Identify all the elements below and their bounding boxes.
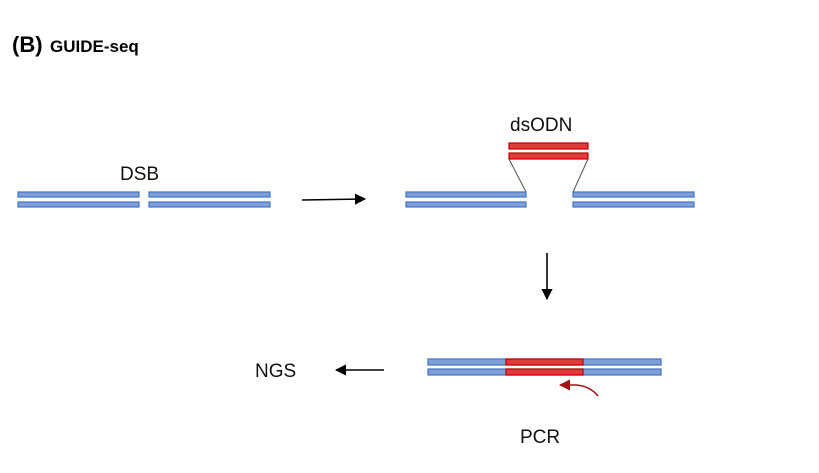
- dna-strand-bottom: [572, 201, 695, 208]
- pcr-label: PCR: [520, 427, 560, 448]
- dna-strand-top: [572, 191, 695, 198]
- integrated-stage: PCR: [427, 358, 662, 448]
- dsodn-stage: dsODN: [405, 115, 695, 208]
- dsb-left-fragment: [17, 191, 140, 208]
- panel-label: (B): [12, 32, 43, 57]
- dna-strand-bottom: [148, 201, 271, 208]
- insertion-line-right: [572, 158, 589, 193]
- odn-insert-top: [505, 358, 584, 366]
- odn-strand-top: [508, 142, 589, 150]
- dna-strand-top: [17, 191, 140, 198]
- odn-insert-bottom: [505, 368, 584, 376]
- ngs-label: NGS: [255, 361, 296, 382]
- step-arrow-right: [301, 193, 367, 205]
- dsodn-oligo: [508, 142, 589, 160]
- dsb-label: DSB: [120, 164, 159, 185]
- primer-arrow: [558, 379, 599, 397]
- dna-strand-top: [405, 191, 527, 198]
- odn-strand-bottom: [508, 152, 589, 160]
- insertion-line-left: [508, 158, 527, 193]
- dsodn-label: dsODN: [510, 115, 572, 136]
- dsodn-left-fragment: [405, 191, 527, 208]
- dna-strand-top: [148, 191, 271, 198]
- dna-strand-bottom: [405, 201, 527, 208]
- method-title: GUIDE-seq: [50, 37, 139, 56]
- dsodn-right-fragment: [572, 191, 695, 208]
- dsb-right-fragment: [148, 191, 271, 208]
- figure-title: (B) GUIDE-seq: [12, 32, 139, 58]
- dna-strand-bottom: [17, 201, 140, 208]
- dsb-stage: DSB: [17, 164, 271, 208]
